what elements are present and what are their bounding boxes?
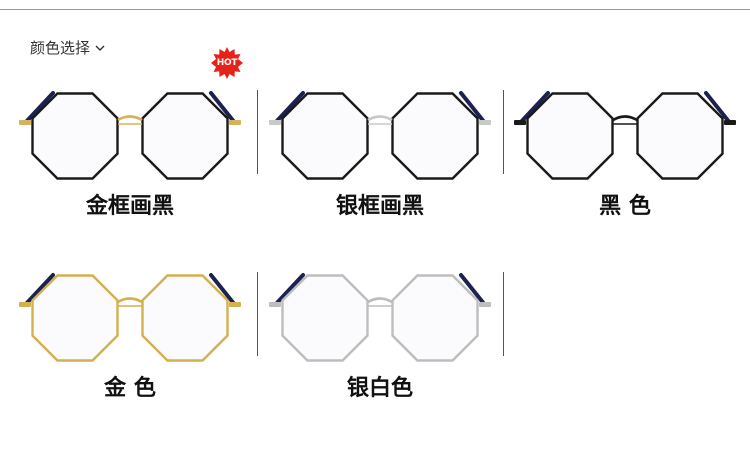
glasses-image — [514, 91, 736, 180]
product-label: 银白色 — [346, 375, 413, 401]
product-option-silver-white[interactable]: 银白色 — [255, 270, 505, 450]
column-divider — [503, 90, 504, 174]
column-divider — [257, 90, 258, 174]
glasses-image — [269, 91, 491, 180]
product-label: 黑 色 — [599, 193, 651, 219]
color-selection-header[interactable]: 颜色选择 — [30, 37, 106, 58]
product-option-gold-frame-black[interactable]: 金框画黑 — [5, 88, 255, 268]
product-option-black[interactable]: 黑 色 — [500, 88, 750, 268]
column-divider — [503, 272, 504, 356]
hot-badge: HOT — [211, 47, 243, 79]
product-label: 金 色 — [104, 375, 156, 401]
column-divider — [257, 272, 258, 356]
glasses-image — [19, 91, 241, 180]
product-option-silver-frame-black[interactable]: 银框画黑 — [255, 88, 505, 268]
product-label: 金框画黑 — [85, 193, 174, 219]
chevron-down-icon — [95, 45, 105, 51]
product-label: 银框画黑 — [335, 193, 424, 219]
glasses-image — [19, 273, 241, 362]
top-divider — [0, 9, 750, 10]
starburst-icon — [211, 47, 243, 79]
color-selection-title: 颜色选择 — [30, 39, 91, 57]
glasses-image — [269, 273, 491, 362]
product-option-gold[interactable]: 金 色 — [5, 270, 255, 450]
hot-badge-text: HOT — [216, 58, 238, 68]
